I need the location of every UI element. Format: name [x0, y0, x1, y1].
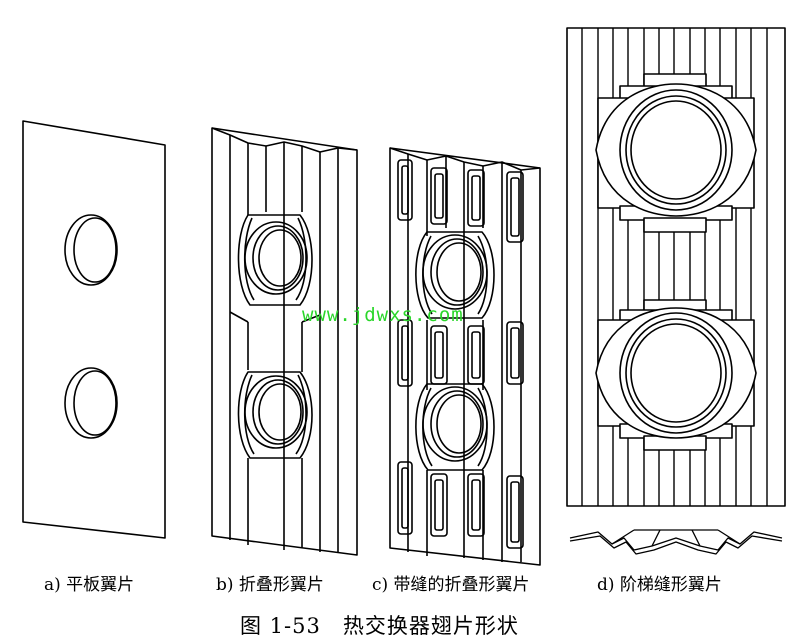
- slot-row-middle: [397, 319, 524, 387]
- stepped-fin-outline: [566, 27, 786, 507]
- caption-slotted-folded-fin: c) 带缝的折叠形翼片: [372, 575, 530, 595]
- caption-stepped-slit-fin: d) 阶梯缝形翼片: [597, 575, 722, 595]
- slot-row-top: [397, 159, 524, 243]
- panel-b-folded-fin: [211, 127, 358, 556]
- tube-hole-upper: [64, 214, 118, 286]
- collar-upper: [595, 83, 757, 217]
- collar-lower: [237, 371, 313, 459]
- cross-section-profile: [569, 529, 783, 555]
- collar-upper: [229, 214, 321, 323]
- panel-a-flat-fin: [22, 120, 166, 539]
- slot-row-bottom: [397, 461, 524, 549]
- collar-lower: [595, 307, 757, 439]
- collar-lower: [415, 383, 495, 471]
- caption-folded-fin: b) 折叠形翼片: [216, 575, 324, 595]
- caption-flat-fin: a) 平板翼片: [44, 575, 135, 595]
- slotted-fin-outline: [389, 147, 541, 566]
- panel-c-slotted-folded-fin: [389, 147, 541, 566]
- figure-title: 图 1-53 热交换器翅片形状: [240, 614, 519, 638]
- tube-hole-lower: [64, 367, 118, 439]
- watermark-text: www.jdwxs.com: [302, 304, 464, 326]
- folded-fin-outline: [211, 127, 358, 556]
- flat-plate-outline: [22, 120, 166, 539]
- panel-d-stepped-slit-fin: [566, 27, 786, 555]
- collar-upper: [415, 231, 495, 319]
